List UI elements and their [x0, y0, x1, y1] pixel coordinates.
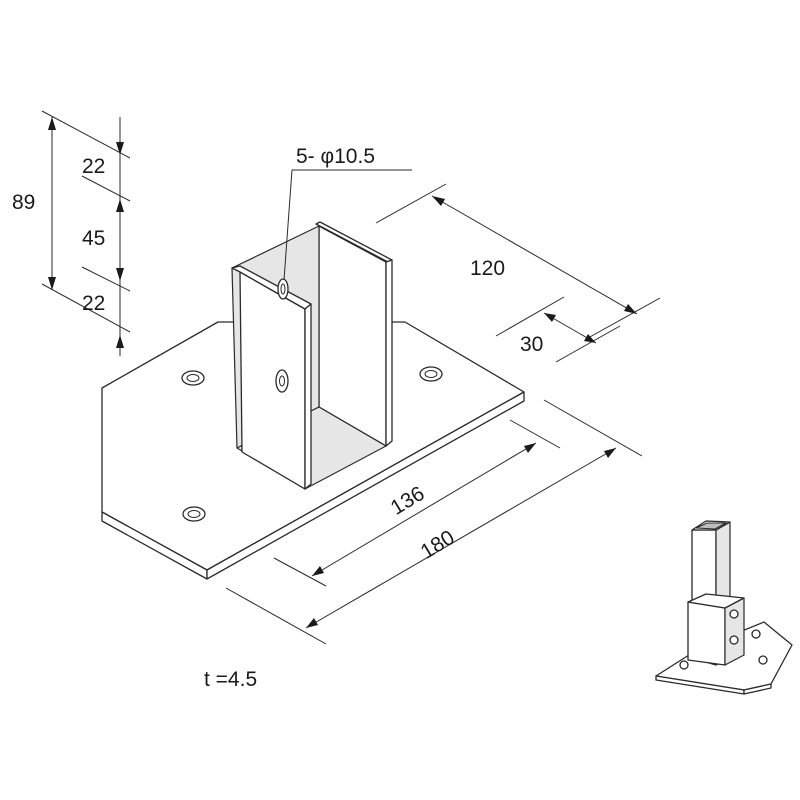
- channel-left-wall-edge: [304, 303, 312, 490]
- mounting-hole: [181, 370, 205, 386]
- dimension-middle-span: 45: [82, 227, 105, 250]
- dimension-top-flange: 22: [82, 155, 105, 178]
- dimension-30: 30: [495, 296, 621, 363]
- dimension-total-height: 89: [12, 191, 35, 214]
- dimension-channel-width: 136: [387, 482, 429, 520]
- dimension-edge-offset: 30: [520, 333, 543, 356]
- base-plate-holes: [181, 366, 443, 522]
- dimension-stack: 22 45 22: [82, 117, 124, 356]
- example-bracket-front: [687, 601, 726, 666]
- example-bolt: [751, 629, 761, 639]
- channel-right-flange-edge: [385, 259, 393, 447]
- example-bolt: [729, 609, 739, 619]
- thickness-label: t =4.5: [204, 668, 257, 691]
- channel-left-wall: [239, 271, 306, 490]
- example-bolt: [758, 655, 768, 665]
- dimension-depth: 120: [470, 257, 505, 280]
- dimension-plate-length: 180: [417, 526, 459, 564]
- installed-example-view: [655, 520, 793, 695]
- post-bolt-hole: [277, 278, 289, 300]
- post-bolt-hole: [275, 369, 289, 393]
- hole-spec-label: 5- φ10.5: [296, 145, 375, 168]
- channel-post: [231, 221, 393, 490]
- example-bolt: [729, 635, 739, 645]
- example-bracket-side: [724, 597, 745, 666]
- hole-callout: 5- φ10.5: [283, 145, 412, 281]
- dimension-120: 120: [375, 183, 661, 339]
- dimension-89: 89: [12, 110, 131, 333]
- base-plate-right-edge: [206, 391, 525, 580]
- dimension-bottom-flange: 22: [82, 292, 105, 315]
- example-bolt: [679, 660, 689, 670]
- mounting-hole: [182, 506, 206, 522]
- mounting-hole: [419, 366, 443, 382]
